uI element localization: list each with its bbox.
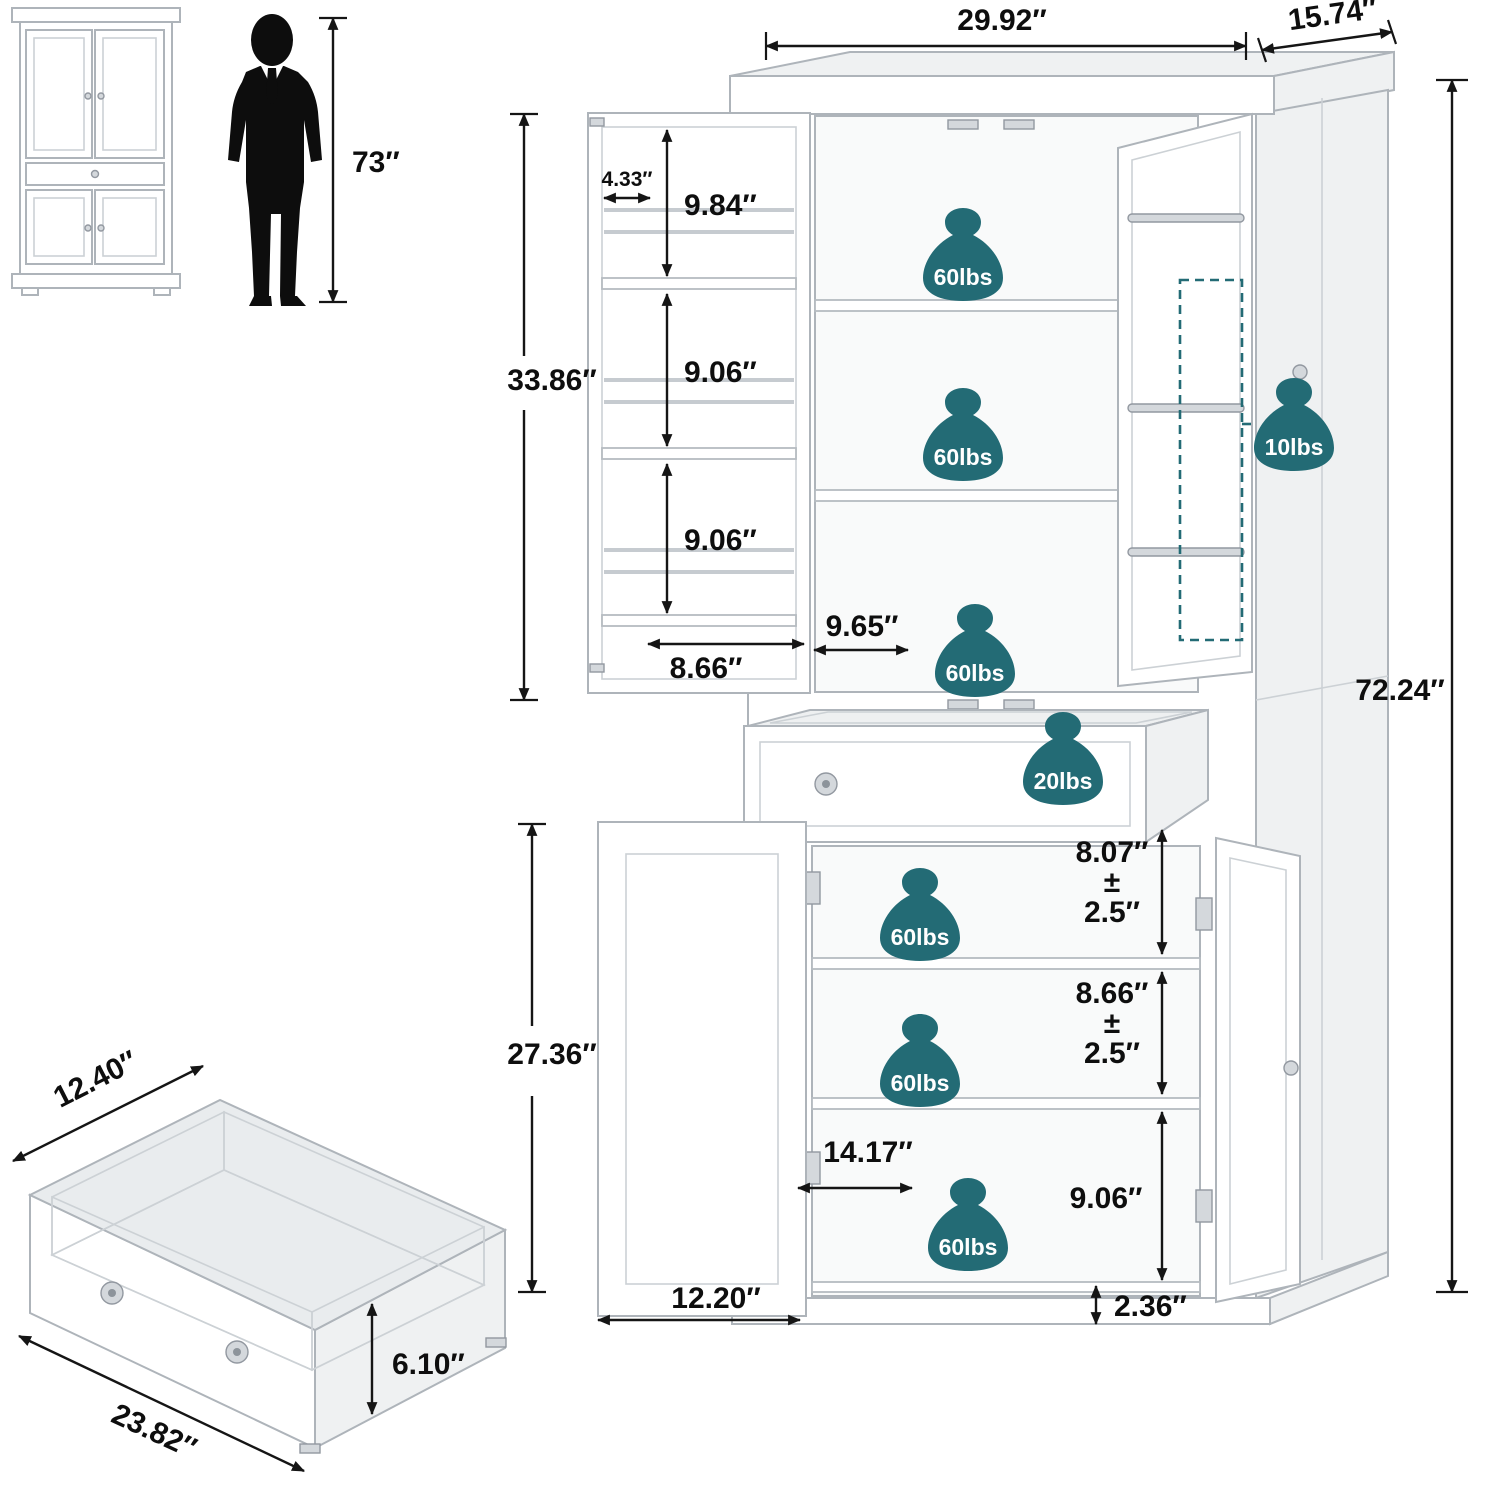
drawer-slide — [299, 1443, 321, 1454]
lower-shelf-2 — [811, 1097, 1201, 1110]
dim-lower-gap-1-tol: 2.5″ — [1084, 896, 1140, 929]
dim-total-height: 72.24″ — [1355, 78, 1468, 1294]
dim-lower-section-height: 27.36″ — [507, 822, 597, 1294]
weight-label: 60lbs — [891, 1070, 950, 1096]
upper-left-door — [587, 112, 811, 694]
door-knob — [1292, 364, 1308, 380]
hinge — [589, 663, 605, 673]
dim-door-rack-2: 9.06″ — [661, 292, 757, 448]
drawer-illustration — [27, 1098, 508, 1454]
dim-total-height-label: 72.24″ — [1355, 674, 1444, 707]
dim-lower-gap-2-pm: ± — [1104, 1007, 1120, 1040]
dim-drawer-height: 6.10″ — [366, 1302, 465, 1416]
door-bar — [1127, 547, 1245, 557]
weight-capacity-icon: 10lbs — [1254, 378, 1334, 471]
capacity-dashed-box — [1178, 278, 1244, 642]
weight-label: 60lbs — [891, 924, 950, 950]
upper-right-door — [1117, 112, 1253, 688]
dim-door-rack-2-label: 9.06″ — [684, 356, 757, 389]
dim-upper-section-height-label: 33.86″ — [507, 364, 596, 397]
dim-door-rack-depth: 4.33″ — [602, 168, 653, 204]
dim-upper-door-width: 8.66″ — [646, 638, 806, 685]
dim-lower-door-width-label: 12.20″ — [671, 1282, 760, 1315]
dim-lower-gap-1: 8.07″ ± 2.5″ — [1076, 828, 1168, 956]
door-knob — [1283, 1060, 1299, 1076]
dim-upper-section-height: 33.86″ — [507, 112, 597, 702]
dim-base-height-label: 2.36″ — [1114, 1290, 1187, 1323]
weight-capacity-icon: 20lbs — [1023, 712, 1103, 805]
dim-man-height: 73″ — [319, 16, 400, 304]
man-silhouette — [228, 14, 322, 306]
dim-lower-gap-3-label: 9.06″ — [1070, 1182, 1143, 1215]
drawer-slide — [485, 1337, 507, 1348]
dim-upper-interior-gap: 9.65″ — [812, 610, 910, 656]
dim-lower-shelf-width: 14.17″ — [796, 1136, 914, 1194]
tie — [266, 68, 278, 106]
hinge — [589, 117, 605, 127]
weight-label: 20lbs — [1034, 768, 1093, 794]
dim-upper-interior-gap-label: 9.65″ — [826, 610, 899, 643]
cabinet-thumbnail — [11, 7, 181, 296]
dim-lower-gap-2: 8.66″ ± 2.5″ — [1076, 970, 1168, 1096]
dim-top-depth: 15.74″ — [1256, 0, 1398, 63]
hinge — [1195, 897, 1213, 931]
dim-lower-door-width: 12.20″ — [596, 1282, 802, 1326]
weight-label: 60lbs — [934, 264, 993, 290]
weight-label: 60lbs — [934, 444, 993, 470]
weight-label: 10lbs — [1265, 434, 1324, 460]
dim-lower-section-height-label: 27.36″ — [507, 1038, 596, 1071]
main-cabinet — [587, 50, 1395, 1326]
dim-drawer-height-label: 6.10″ — [392, 1348, 465, 1381]
weight-capacity-icon: 60lbs — [935, 604, 1015, 697]
dim-lower-gap-3: 9.06″ — [1070, 1110, 1168, 1282]
base-front — [731, 1297, 1271, 1325]
weight-capacity-icon: 60lbs — [880, 1014, 960, 1107]
dim-drawer-width-label: 23.82″ — [107, 1398, 202, 1466]
dim-door-rack-3: 9.06″ — [661, 462, 757, 615]
weight-label: 60lbs — [946, 660, 1005, 686]
door-bar — [1127, 213, 1245, 223]
dim-man-height-label: 73″ — [352, 146, 400, 179]
lower-left-door — [597, 821, 807, 1317]
open-drawer — [743, 708, 1209, 844]
dim-door-rack-1: 9.84″ — [661, 128, 757, 278]
dim-top-width: 29.92″ — [764, 4, 1248, 60]
weight-label: 60lbs — [939, 1234, 998, 1260]
dim-top-width-label: 29.92″ — [957, 4, 1046, 37]
lower-shelf-1 — [811, 957, 1201, 970]
dim-lower-gap-2-tol: 2.5″ — [1084, 1037, 1140, 1070]
weight-capacity-icon: 60lbs — [880, 868, 960, 961]
weight-capacity-icon: 60lbs — [923, 208, 1003, 301]
lower-floor — [811, 1281, 1201, 1293]
lower-interior — [811, 845, 1201, 1297]
dimensions: 29.92″ 15.74″ 72.24″ 73″ 33.86″ — [12, 0, 1468, 1473]
crown-front — [729, 75, 1275, 115]
weight-capacity-icon: 60lbs — [923, 388, 1003, 481]
dim-lower-shelf-width-label: 14.17″ — [823, 1136, 912, 1169]
weight-icons: 60lbs 60lbs 60lbs 10lbs 20lbs 60lbs 60lb… — [880, 208, 1334, 1271]
hinge — [1195, 1189, 1213, 1223]
dim-upper-door-width-label: 8.66″ — [670, 652, 743, 685]
dim-base-height: 2.36″ — [1090, 1284, 1187, 1326]
weight-capacity-icon: 60lbs — [928, 1178, 1008, 1271]
dim-lower-gap-1-value: 8.07″ — [1076, 836, 1149, 869]
dim-lower-gap-1-pm: ± — [1104, 866, 1120, 899]
lower-right-door — [1215, 836, 1301, 1304]
door-bar — [1127, 403, 1245, 413]
dim-top-depth-label: 15.74″ — [1286, 0, 1379, 37]
dim-door-rack-3-label: 9.06″ — [684, 524, 757, 557]
dim-lower-gap-2-value: 8.66″ — [1076, 977, 1149, 1010]
dim-door-rack-1-label: 9.84″ — [684, 189, 757, 222]
dim-door-rack-depth-label: 4.33″ — [602, 168, 653, 191]
